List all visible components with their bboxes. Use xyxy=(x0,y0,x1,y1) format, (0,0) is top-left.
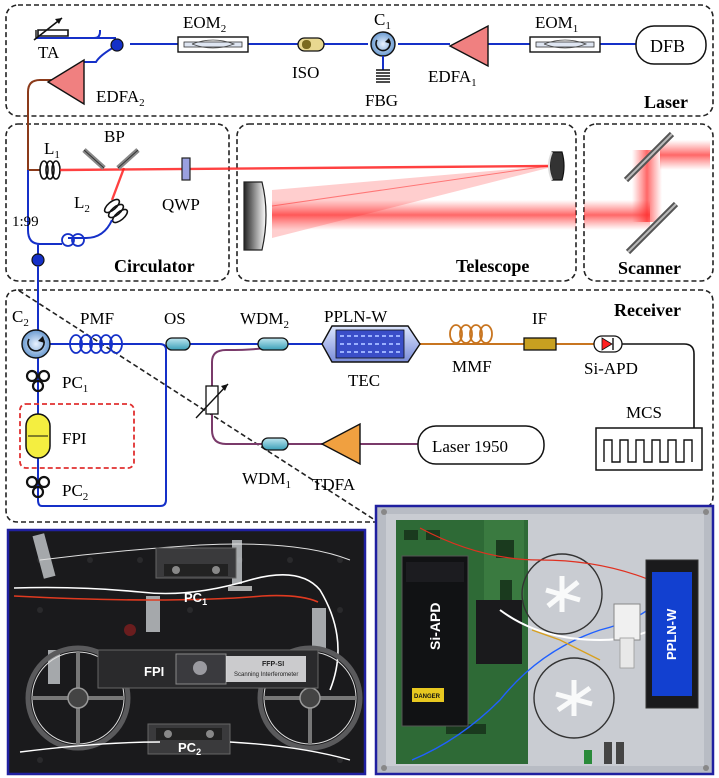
photo-receiver-board: DANGER Si-APD PPLN-W xyxy=(374,504,715,776)
wdm2-coupler xyxy=(257,337,289,351)
siapd-label: Si-APD xyxy=(584,359,638,378)
wdm1-label: WDM1 xyxy=(242,469,291,491)
if-filter xyxy=(523,337,557,351)
mcs-counter xyxy=(595,427,703,471)
bp-plates xyxy=(82,148,140,170)
svg-text:FFP-SI: FFP-SI xyxy=(262,661,284,668)
section-title-circulator: Circulator xyxy=(114,256,195,276)
edfa2-out xyxy=(27,79,58,162)
os-splitter xyxy=(165,337,191,351)
section-title-telescope: Telescope xyxy=(456,256,529,276)
scanner-mirror-top-edge xyxy=(625,133,673,181)
laser1950-label: Laser 1950 xyxy=(432,437,508,456)
attenuator xyxy=(195,383,229,419)
coupler-dot-laser xyxy=(110,38,124,52)
l2-label: L2 xyxy=(74,193,90,215)
l1-label: L1 xyxy=(44,139,60,161)
l1-lens xyxy=(39,160,61,180)
fpi-dashed-frame xyxy=(19,403,135,469)
edfa1-label: EDFA1 xyxy=(428,67,477,89)
ppln-waveguide xyxy=(321,325,421,363)
telescope-secondary-mirror xyxy=(549,151,565,181)
pmf-label: PMF xyxy=(80,309,114,328)
edfa2-amplifier xyxy=(46,58,85,106)
laser-beam-return xyxy=(110,167,126,201)
pc2-label: PC2 xyxy=(62,481,88,503)
pc1-label: PC1 xyxy=(62,373,88,395)
ppln-label: PPLN-W xyxy=(324,307,388,326)
if-label: IF xyxy=(532,309,547,328)
laser1950-source xyxy=(417,425,545,465)
l1-fiber xyxy=(27,162,40,171)
eom1-label: EOM1 xyxy=(535,13,578,35)
c1-circulator xyxy=(370,31,396,70)
edfa2-feed xyxy=(84,45,117,63)
iso-isolator xyxy=(297,37,325,52)
fiber-loop-circ xyxy=(61,233,85,247)
ratio-label: 1:99 xyxy=(12,214,39,230)
coupler-dot-199 xyxy=(31,253,45,267)
tec-label: TEC xyxy=(348,371,380,390)
fbg-grating xyxy=(376,69,390,83)
tdfa-amplifier xyxy=(320,422,361,466)
bp-label: BP xyxy=(104,127,125,146)
dfb-laser xyxy=(635,25,707,65)
c2-label: C2 xyxy=(12,307,29,329)
telescope-outgoing-beam xyxy=(272,200,576,230)
os-label: OS xyxy=(164,309,186,328)
scanner-mirror-bottom-edge xyxy=(627,203,677,253)
l2-lens xyxy=(103,198,129,224)
svg-text:Si-APD: Si-APD xyxy=(427,603,443,650)
receiver-apd-cable xyxy=(622,343,695,428)
section-title-laser: Laser xyxy=(644,92,688,112)
telescope-primary-mirror xyxy=(243,181,267,251)
qwp-plate xyxy=(181,157,191,181)
wdm1-coupler xyxy=(261,437,289,451)
mmf-coil xyxy=(449,324,493,344)
svg-text:PPLN-W: PPLN-W xyxy=(664,608,679,660)
eom2-modulator xyxy=(177,36,249,53)
fpi-label: FPI xyxy=(62,429,87,448)
c2-circulator xyxy=(21,329,51,359)
laser-box xyxy=(5,4,714,117)
svg-text:PC1: PC1 xyxy=(184,590,207,607)
eom2-label: EOM2 xyxy=(183,13,226,35)
iso-label: ISO xyxy=(292,63,319,82)
edfa2-label: EDFA2 xyxy=(96,87,145,109)
qwp-label: QWP xyxy=(162,195,200,214)
ta-label: TA xyxy=(38,43,60,62)
receiver-fiber-main xyxy=(37,266,167,507)
wdm2-label: WDM2 xyxy=(240,309,289,331)
ta-link xyxy=(36,30,101,39)
circulator-box xyxy=(5,123,230,282)
mcs-label: MCS xyxy=(626,403,662,422)
ta-amplifier xyxy=(33,17,69,41)
scanner-beam-out xyxy=(660,140,710,170)
svg-text:DANGER: DANGER xyxy=(414,694,441,700)
section-title-receiver: Receiver xyxy=(614,300,681,320)
siapd-detector xyxy=(593,335,623,353)
c1-label: C1 xyxy=(374,10,391,32)
telescope-secondary-face xyxy=(548,151,553,181)
tdfa-label: TDFA xyxy=(312,475,356,494)
edfa1-amplifier xyxy=(448,24,489,68)
pc1-controller xyxy=(25,369,51,393)
laser-beam-1 xyxy=(59,164,551,172)
mmf-label: MMF xyxy=(452,357,492,376)
telescope-beam-line xyxy=(271,165,549,207)
fbg-label: FBG xyxy=(365,91,398,110)
eom1-modulator xyxy=(529,36,601,53)
pc2-controller xyxy=(25,475,51,499)
dfb-label: DFB xyxy=(650,36,685,56)
svg-text:FPI: FPI xyxy=(144,664,164,679)
section-title-scanner: Scanner xyxy=(618,258,681,278)
svg-text:Scanning Interferometer: Scanning Interferometer xyxy=(234,672,298,678)
photo-fpi-bench: PC1 FFP-SI Scanning Interferometer FPI P… xyxy=(6,528,367,776)
svg-text:PC2: PC2 xyxy=(178,740,201,757)
pmf-coil xyxy=(69,334,123,354)
